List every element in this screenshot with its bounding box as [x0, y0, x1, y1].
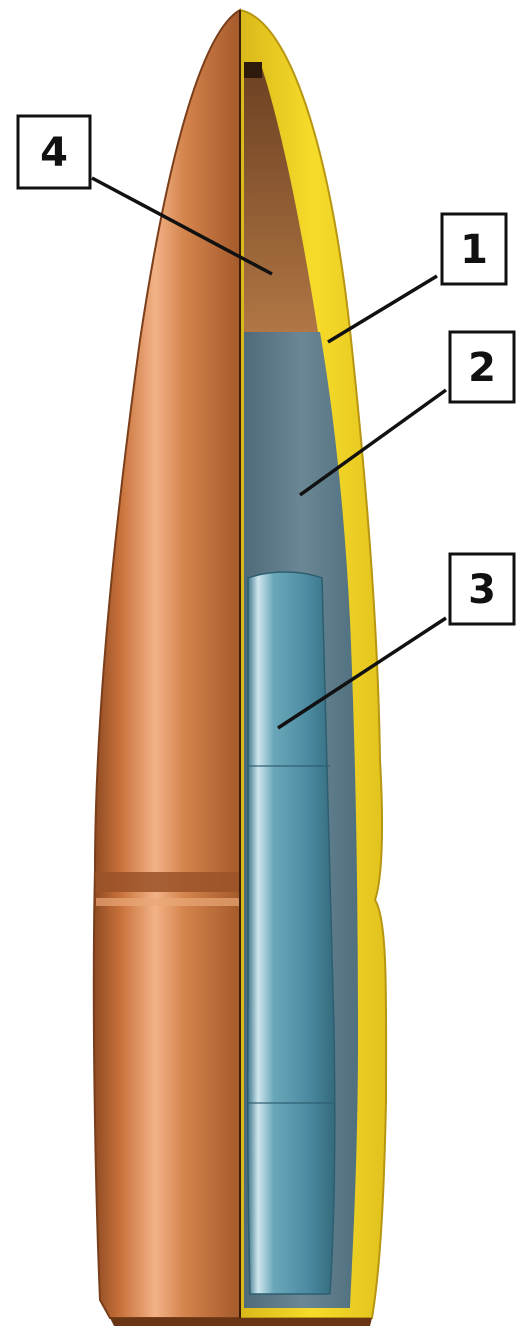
bullet-base [110, 1318, 372, 1326]
bullet-copper-exterior [94, 10, 240, 1318]
cannelure-highlight [96, 898, 240, 906]
tip-cavity-rim [244, 62, 262, 78]
callout-1-label: 1 [460, 227, 488, 273]
callout-2: 2 [450, 332, 514, 402]
callout-2-label: 2 [468, 345, 496, 391]
callout-3: 3 [450, 554, 514, 624]
callout-3-label: 3 [468, 567, 496, 613]
callout-1: 1 [442, 214, 506, 284]
callout-4: 4 [18, 116, 90, 188]
callout-4-label: 4 [40, 130, 68, 176]
penetrator [248, 572, 335, 1294]
cannelure-groove [95, 872, 240, 892]
